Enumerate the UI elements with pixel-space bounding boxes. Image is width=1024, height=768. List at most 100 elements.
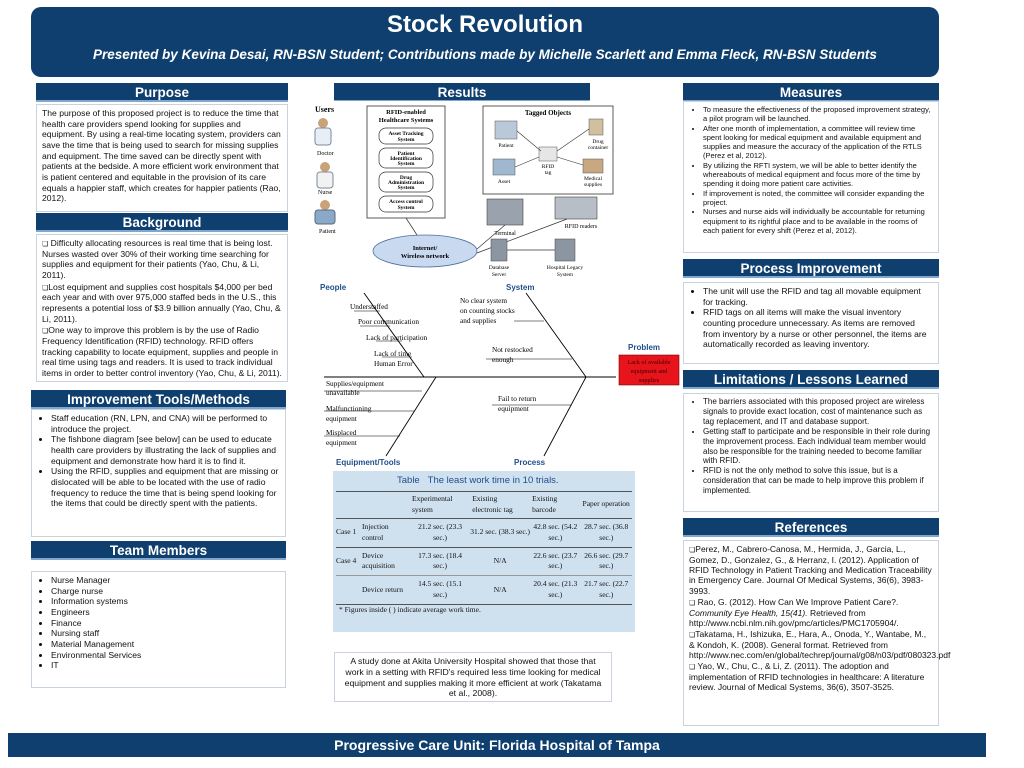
cause-lack-participation: Lack of participation <box>366 333 428 342</box>
fishbone-diagram: People System Equipment/Tools Process Pr… <box>320 283 680 467</box>
cause-lack-time: Lack of time <box>374 349 411 358</box>
svg-text:Terminal: Terminal <box>494 231 516 237</box>
fishbone-category-equipment: Equipment/Tools <box>336 458 401 467</box>
measures-box: To measure the effectiveness of the prop… <box>683 101 939 253</box>
svg-text:Administration: Administration <box>388 180 424 186</box>
svg-text:Drug: Drug <box>400 175 412 181</box>
purpose-box: The purpose of this proposed project is … <box>36 104 288 212</box>
rfid-system-diagram: Users Doctor Nurse Patient RFID-enabled … <box>307 101 634 281</box>
cause-supplies-unavailable: Supplies/equipment <box>326 379 384 388</box>
svg-text:Identification: Identification <box>390 156 422 162</box>
results-table-footnote: * Figures inside ( ) indicate average wo… <box>339 605 481 614</box>
svg-text:Server: Server <box>492 272 507 278</box>
network-cloud-icon <box>372 234 478 268</box>
results-table-panel: Table The least work time in 10 trials. … <box>333 471 635 632</box>
asset-icon <box>492 158 516 176</box>
improvement-item: Staff education (RN, LPN, and CNA) will … <box>51 413 280 434</box>
process-item: The unit will use the RFID and tag all m… <box>703 286 933 307</box>
svg-text:enough: enough <box>492 355 514 364</box>
cause-misplaced: Misplaced <box>326 428 357 437</box>
measures-item: To measure the effectiveness of the prop… <box>703 105 933 124</box>
svg-text:System: System <box>398 205 415 211</box>
team-member: Nurse Manager <box>51 575 280 586</box>
poster-title: Stock Revolution <box>386 11 584 38</box>
svg-text:RFID-enabled: RFID-enabled <box>386 109 426 116</box>
patient-icon <box>314 200 336 225</box>
rfid-tag-icon <box>538 146 558 162</box>
cause-malfunctioning: Malfunctioning <box>326 404 372 413</box>
svg-text:Human Error: Human Error <box>374 359 413 368</box>
improvement-item: The fishbone diagram [see below] can be … <box>51 434 280 466</box>
svg-text:System: System <box>398 137 415 143</box>
checkbox-square-icon: ❏ <box>689 598 696 607</box>
svg-text:System: System <box>398 161 415 167</box>
svg-text:Asset Tracking: Asset Tracking <box>388 131 423 137</box>
svg-text:Internet/: Internet/ <box>413 245 438 252</box>
poster-subtitle: Presented by Kevina Desai, RN-BSN Studen… <box>93 47 877 62</box>
team-member: Engineers <box>51 607 280 618</box>
reference-item: ❏Takatama, H., Ishizuka, E., Hara, A., O… <box>689 629 951 661</box>
svg-text:Tagged Objects: Tagged Objects <box>525 109 571 117</box>
process-heading: Process Improvement <box>683 259 939 278</box>
references-box: ❏Perez, M., Cabrero-Canosa, M., Hermida,… <box>683 540 951 726</box>
team-member: Nursing staff <box>51 628 280 639</box>
limitations-item: Getting staff to participate and be resp… <box>703 427 933 467</box>
checkbox-square-icon: ❏ <box>42 327 49 336</box>
reference-item: ❏Perez, M., Cabrero-Canosa, M., Hermida,… <box>689 544 932 596</box>
svg-text:Wireless network: Wireless network <box>401 253 450 260</box>
team-member: IT <box>51 660 280 671</box>
background-box: ❏ Difficulty allocating resources is rea… <box>36 234 288 382</box>
svg-text:equipment: equipment <box>326 414 357 423</box>
measures-item: After one month of implementation, a com… <box>703 124 933 161</box>
improvement-item: Using the RFID, supplies and equipment t… <box>51 466 280 509</box>
svg-text:RFID: RFID <box>542 164 555 170</box>
patient-bed-icon <box>494 120 518 140</box>
svg-text:equipment: equipment <box>498 404 529 413</box>
svg-text:Patient: Patient <box>498 143 514 149</box>
poster-footer: Progressive Care Unit: Florida Hospital … <box>8 733 986 757</box>
svg-text:Lack of available: Lack of available <box>628 359 671 366</box>
svg-text:Patient: Patient <box>398 151 415 157</box>
medical-supplies-icon <box>582 158 604 174</box>
svg-text:Database: Database <box>489 265 510 271</box>
drug-container-icon <box>588 118 604 136</box>
svg-text:Nurse: Nurse <box>318 190 333 196</box>
measures-heading: Measures <box>683 83 939 102</box>
poster-header: Stock Revolution Presented by Kevina Des… <box>31 7 939 77</box>
svg-text:equipment: equipment <box>326 438 357 447</box>
team-heading: Team Members <box>31 541 286 560</box>
measures-item: If improvement is noted, the committee w… <box>703 189 933 208</box>
legacy-server-icon <box>554 238 576 262</box>
team-member: Charge nurse <box>51 586 280 597</box>
purpose-heading: Purpose <box>36 83 288 102</box>
svg-text:Doctor: Doctor <box>317 151 334 157</box>
svg-text:and supplies: and supplies <box>460 316 496 325</box>
svg-text:Drug: Drug <box>592 139 604 145</box>
improvement-box: Staff education (RN, LPN, and CNA) will … <box>31 409 286 537</box>
fishbone-problem-box <box>618 354 680 386</box>
team-member: Material Management <box>51 639 280 650</box>
purpose-text: The purpose of this proposed project is … <box>42 108 281 204</box>
svg-text:RFID readers: RFID readers <box>565 224 598 230</box>
background-item: ❏One way to improve this problem is by t… <box>42 325 282 378</box>
svg-text:unavailable: unavailable <box>326 388 360 397</box>
limitations-heading: Limitations / Lessons Learned <box>683 370 939 389</box>
svg-text:Medical: Medical <box>584 176 602 182</box>
process-box: The unit will use the RFID and tag all m… <box>683 282 939 364</box>
cause-not-restocked: Not restocked <box>492 345 533 354</box>
svg-text:supplies: supplies <box>639 377 660 384</box>
svg-text:Asset: Asset <box>498 179 511 185</box>
limitations-item: The barriers associated with this propos… <box>703 397 933 427</box>
svg-text:container: container <box>588 145 609 151</box>
improvement-heading: Improvement Tools/Methods <box>31 390 286 409</box>
svg-text:supplies: supplies <box>584 182 602 188</box>
svg-text:Access control: Access control <box>389 199 423 205</box>
checkbox-square-icon: ❏ <box>689 546 696 554</box>
svg-text:Patient: Patient <box>319 229 336 235</box>
limitations-box: The barriers associated with this propos… <box>683 393 939 512</box>
svg-text:tag: tag <box>545 170 552 176</box>
study-note-text: A study done at Akita University Hospita… <box>344 656 602 699</box>
results-table: Experimental system Existing electronic … <box>336 491 632 605</box>
database-server-icon <box>490 238 508 262</box>
background-item: ❏Lost equipment and supplies cost hospit… <box>42 281 281 324</box>
